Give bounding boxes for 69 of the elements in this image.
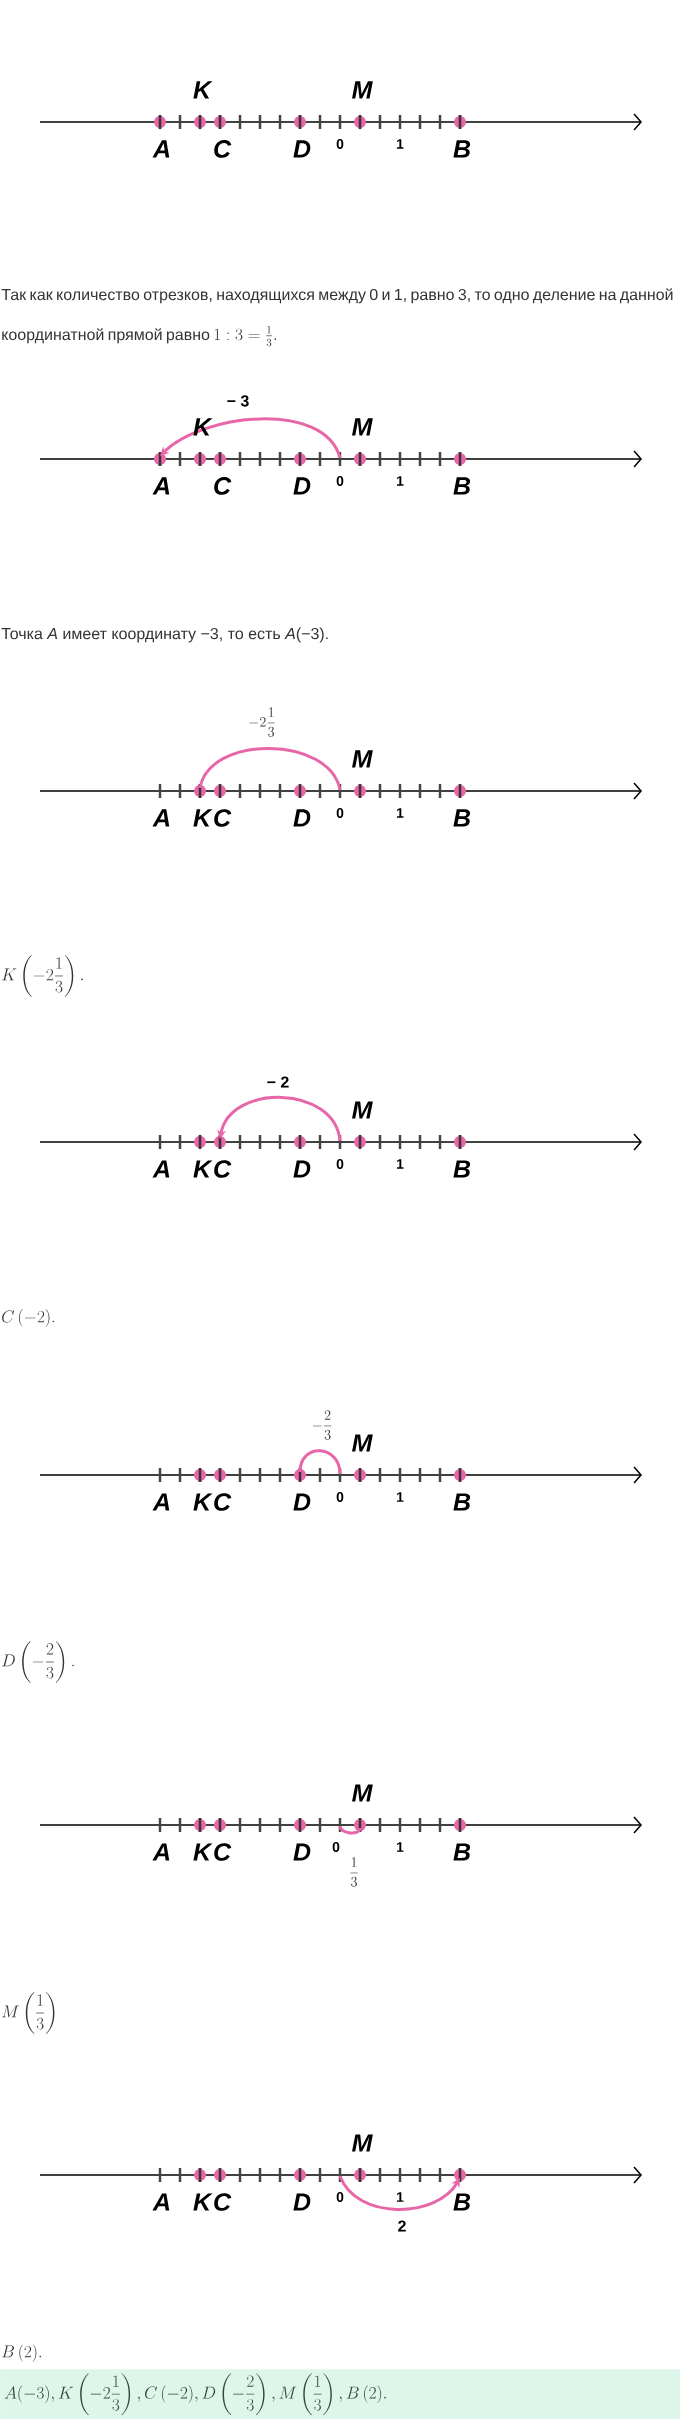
arc-label: $\frac{1}{3}$ — [350, 1857, 358, 1887]
point-label: B — [453, 809, 471, 827]
arc-label: − 2 — [267, 1076, 289, 1088]
point-label: K — [193, 1493, 213, 1511]
point-label: M — [352, 418, 373, 436]
point-label: M — [352, 1101, 373, 1119]
point-label: B — [453, 2193, 471, 2211]
point-label: A — [152, 1843, 170, 1861]
tick-label: 1 — [397, 808, 404, 818]
tick-label: 1 — [397, 1159, 404, 1169]
point-label: C — [214, 1843, 232, 1861]
point-label: A — [152, 477, 170, 495]
tick-label: 0 — [336, 2192, 344, 2202]
point-label: C — [214, 809, 232, 827]
point-label: C — [214, 1493, 232, 1511]
tick-label: 0 — [336, 808, 344, 818]
tick-label: 0 — [336, 139, 344, 149]
result-formula: $C\,(-2).$ — [2, 1309, 55, 1327]
tick-label: 1 — [397, 1842, 404, 1852]
result-formula: $B\,(2).$ — [2, 2344, 42, 2362]
point-label: K — [193, 1160, 213, 1178]
arc-label: 2 — [398, 2220, 406, 2232]
arc-label: $-\frac{2}{3}$ — [312, 1410, 332, 1440]
point-label: C — [214, 477, 232, 495]
point-label: C — [214, 1160, 232, 1178]
point-label: K — [193, 2193, 213, 2211]
result-formula: $M\left(\frac{1}{3}\right)$ — [2, 1992, 55, 2034]
point-label: M — [352, 2134, 373, 2152]
solution-text: Так как количество отрезков, находящихся между 0 и 1, равно 3, то одно деление на данной координатной прямой равно $1:3=\frac{1}{3}.$ — [1, 288, 673, 347]
tick-label: 1 — [397, 139, 404, 149]
point-label: D — [293, 1493, 311, 1511]
answer-box: $A(-3), K\left(-2\frac{1}{3}\right), C\,(-2), D\left(-\frac{2}{3}\right), M\left(\frac{1}{3}\right), B\,(2).$ — [0, 2369, 680, 2419]
point-label: M — [352, 1434, 373, 1452]
tick-label: 1 — [397, 1492, 404, 1502]
point-label: M — [352, 81, 373, 99]
tick-label: 1 — [397, 476, 404, 486]
point-label: A — [152, 140, 170, 158]
point-label: M — [352, 1784, 373, 1802]
point-label: B — [453, 477, 471, 495]
point-label: K — [193, 1843, 213, 1861]
tick-label: 0 — [332, 1842, 340, 1852]
point-label: K — [193, 81, 213, 99]
point-label: D — [293, 1843, 311, 1861]
tick-label: 0 — [336, 476, 344, 486]
point-label: D — [293, 140, 311, 158]
arc-label: $-2\frac{1}{3}$ — [249, 707, 275, 737]
tick-label: 1 — [397, 2192, 404, 2202]
arc-label: − 3 — [227, 395, 249, 407]
point-label: D — [293, 809, 311, 827]
result-formula: $D\left(-\frac{2}{3}\right).$ — [2, 1641, 74, 1683]
point-label: B — [453, 1160, 471, 1178]
point-label: B — [453, 140, 471, 158]
tick-label: 0 — [336, 1159, 344, 1169]
solution-text: Точка A имеет координату −3, то есть A(−3). — [1, 627, 328, 643]
point-label: D — [293, 2193, 311, 2211]
point-label: A — [152, 1493, 170, 1511]
point-label: K — [193, 809, 213, 827]
point-label: C — [214, 2193, 232, 2211]
point-label: D — [293, 1160, 311, 1178]
point-label: M — [352, 750, 373, 768]
point-label: A — [152, 1160, 170, 1178]
point-label: A — [152, 2193, 170, 2211]
point-label: B — [453, 1843, 471, 1861]
point-label: C — [214, 140, 232, 158]
point-label: A — [152, 809, 170, 827]
point-label: D — [293, 477, 311, 495]
point-label: B — [453, 1493, 471, 1511]
tick-label: 0 — [336, 1492, 344, 1502]
result-formula: $K\left(-2\frac{1}{3}\right).$ — [2, 955, 83, 997]
